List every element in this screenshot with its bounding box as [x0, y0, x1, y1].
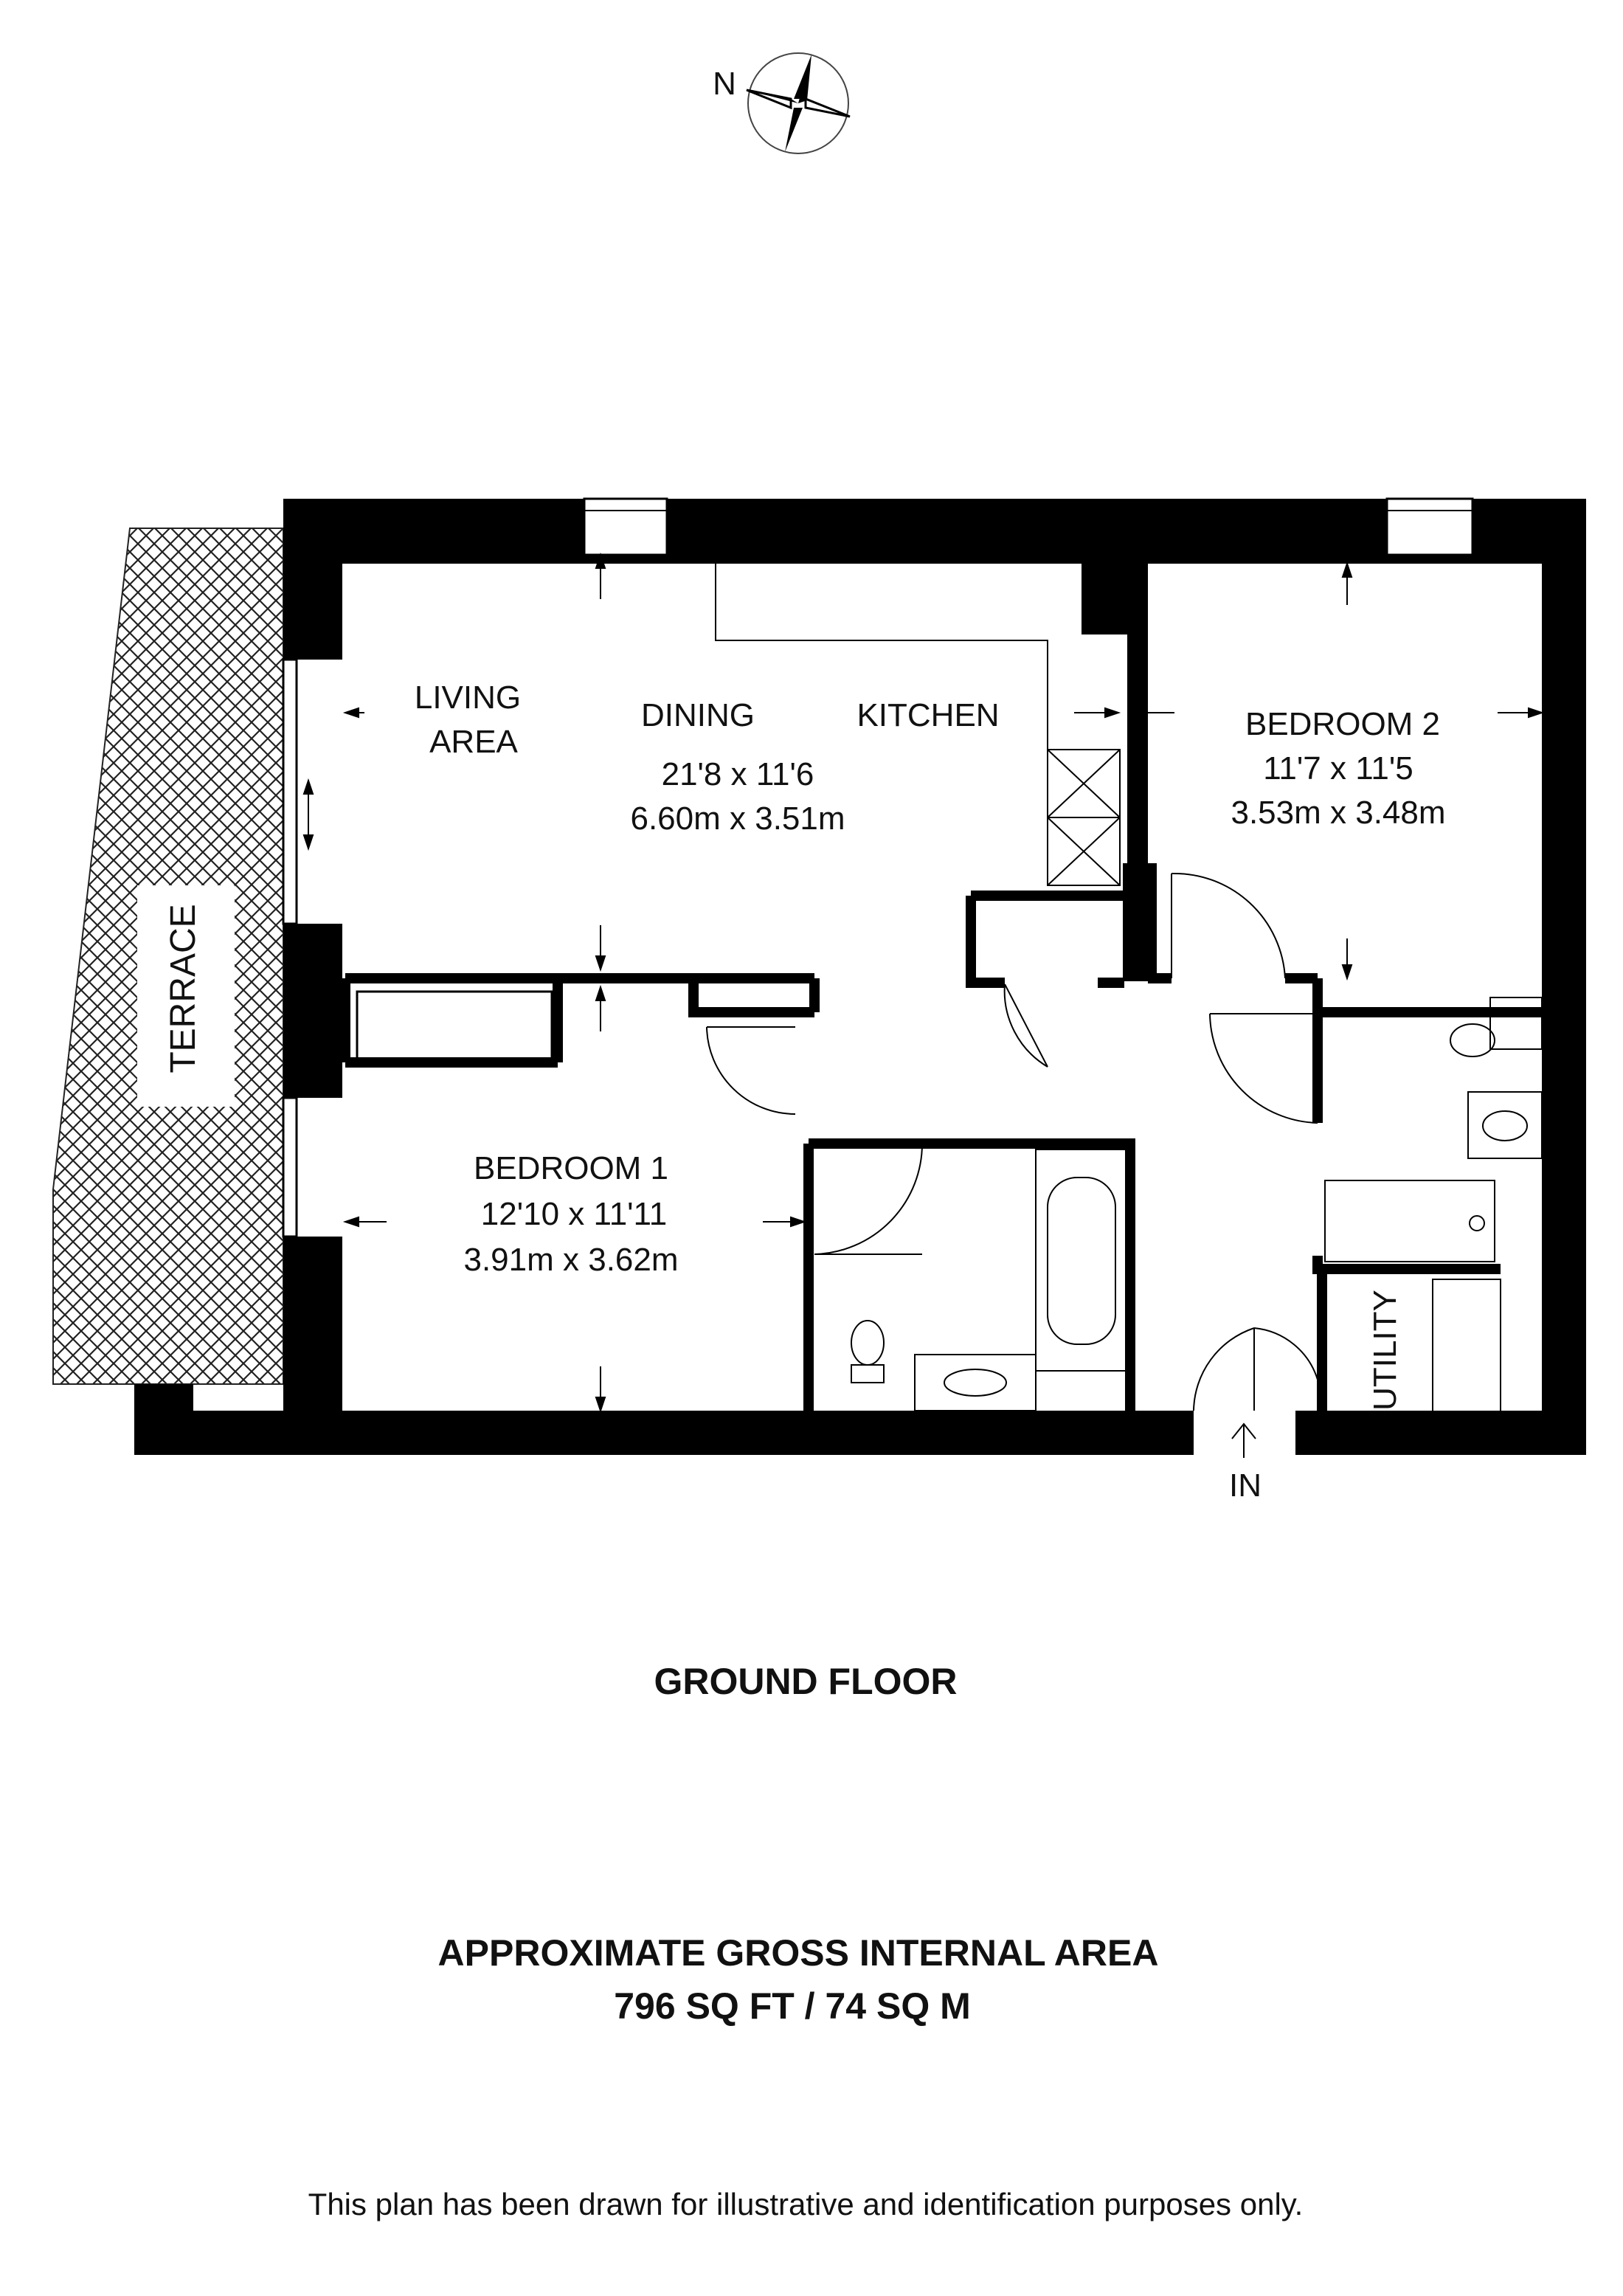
open-plan-dim-metric: 6.60m x 3.51m	[630, 801, 845, 837]
floor-title: GROUND FLOOR	[654, 1661, 957, 1702]
wardrobe	[356, 990, 553, 1064]
bedroom1-dim-imperial: 12'10 x 11'11	[481, 1196, 667, 1232]
disclaimer: This plan has been drawn for illustrativ…	[308, 2187, 1304, 2221]
dimension-arrows	[302, 552, 1545, 1458]
bedroom2-label: BEDROOM 2	[1245, 706, 1440, 742]
exterior-walls	[134, 499, 1586, 1455]
door-swings	[706, 872, 1318, 1411]
compass-icon	[746, 52, 851, 154]
living-area-label-line2: AREA	[429, 724, 518, 760]
terrace-label-box	[137, 885, 235, 1107]
kitchen-counter	[715, 564, 1121, 886]
bedroom2-dim-imperial: 11'7 x 11'5	[1263, 750, 1413, 786]
utility-label: UTILITY	[1367, 1290, 1403, 1411]
area-line1: APPROXIMATE GROSS INTERNAL AREA	[438, 1932, 1159, 1974]
area-line2: 796 SQ FT / 74 SQ M	[614, 1985, 971, 2027]
compass-north-label: N	[713, 66, 736, 102]
kitchen-label: KITCHEN	[857, 697, 999, 733]
terrace-label: TERRACE	[164, 904, 203, 1073]
windows	[282, 497, 1474, 1238]
living-area-label-line1: LIVING	[415, 680, 521, 716]
bathroom-fixtures	[851, 997, 1543, 1413]
open-plan-dim-imperial: 21'8 x 11'6	[662, 756, 814, 792]
bedroom1-label: BEDROOM 1	[474, 1150, 668, 1186]
bedroom1-dim-metric: 3.91m x 3.62m	[463, 1242, 678, 1278]
interior-walls	[340, 891, 1542, 1411]
entrance-label: IN	[1229, 1467, 1262, 1504]
bedroom2-dim-metric: 3.53m x 3.48m	[1231, 795, 1445, 831]
dining-label: DINING	[641, 697, 755, 733]
